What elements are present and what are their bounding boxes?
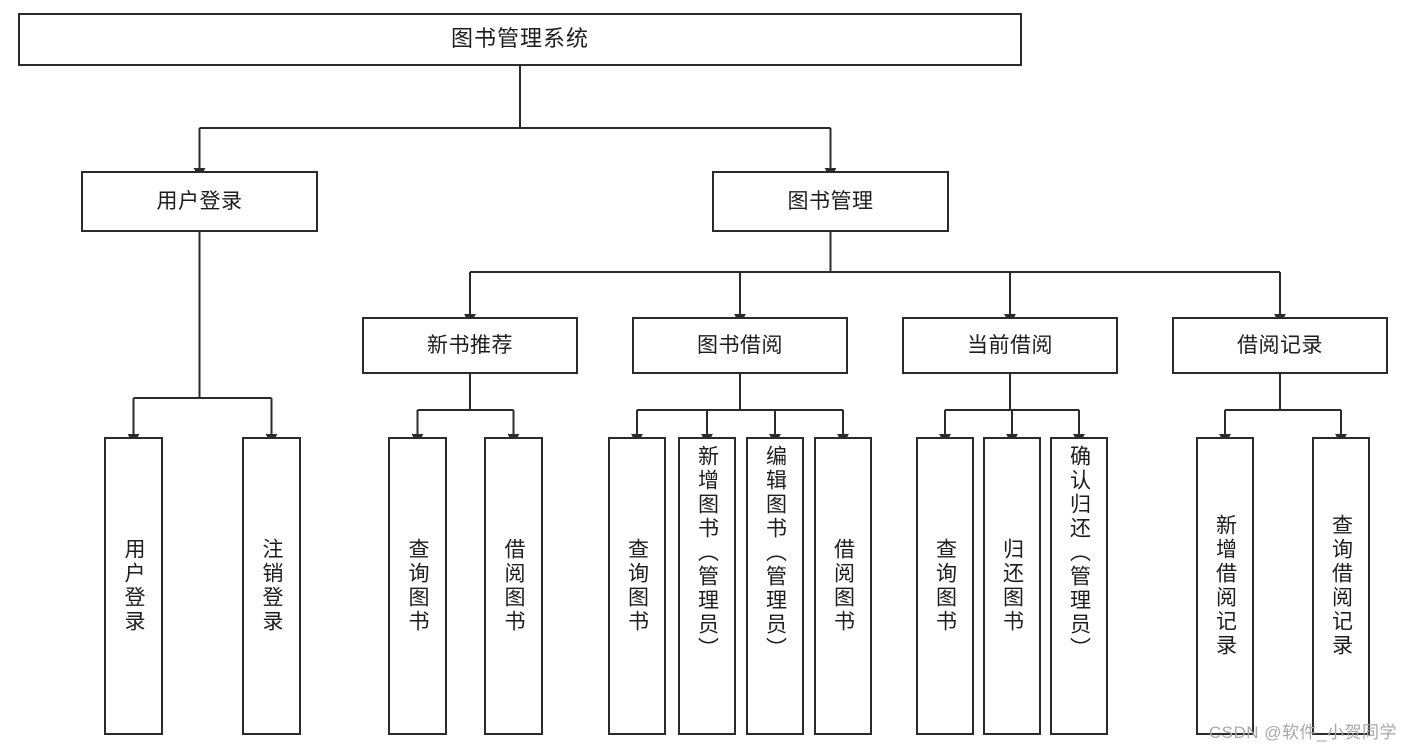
node-leaf-rec-query-book[interactable]: 查询图书 [388, 437, 447, 735]
node-label: 查询图书 [933, 538, 957, 634]
node-label: 查询图书 [406, 538, 429, 634]
node-label: 借阅图书 [831, 538, 855, 634]
node-label: 新书推荐 [427, 333, 513, 357]
node-label: 新增图书（管理员） [695, 445, 719, 661]
node-label: 编辑图书（管理员） [763, 445, 787, 661]
node-leaf-rec-add-record[interactable]: 新增借阅记录 [1196, 437, 1254, 735]
node-leaf-rec-query-record[interactable]: 查询借阅记录 [1312, 437, 1370, 735]
node-leaf-borrow-edit-book[interactable]: 编辑图书（管理员） [746, 437, 804, 735]
node-new-book-rec[interactable]: 新书推荐 [362, 317, 578, 374]
node-leaf-user-login[interactable]: 用户登录 [104, 437, 163, 735]
node-label: 新增借阅记录 [1213, 514, 1237, 658]
node-label: 图书管理系统 [450, 26, 589, 52]
node-leaf-borrow-borrow-book[interactable]: 借阅图书 [814, 437, 872, 735]
node-label: 用户登录 [156, 189, 243, 213]
node-root[interactable]: 图书管理系统 [18, 13, 1022, 66]
node-current-borrow[interactable]: 当前借阅 [902, 317, 1118, 374]
node-book-borrow[interactable]: 图书借阅 [632, 317, 848, 374]
node-leaf-logout[interactable]: 注销登录 [242, 437, 301, 735]
node-label: 确认归还（管理员） [1067, 445, 1091, 661]
node-label: 图书管理 [787, 189, 874, 213]
node-label: 当前借阅 [967, 333, 1053, 357]
node-book-manage[interactable]: 图书管理 [712, 171, 949, 232]
node-label: 用户登录 [122, 538, 145, 634]
node-leaf-borrow-query-book[interactable]: 查询图书 [608, 437, 666, 735]
node-borrow-record[interactable]: 借阅记录 [1172, 317, 1388, 374]
node-label: 借阅图书 [502, 538, 525, 634]
node-leaf-borrow-add-book[interactable]: 新增图书（管理员） [678, 437, 736, 735]
node-label: 归还图书 [1000, 538, 1024, 634]
node-user-login[interactable]: 用户登录 [81, 171, 318, 232]
node-label: 图书借阅 [697, 333, 783, 357]
node-leaf-rec-borrow-book[interactable]: 借阅图书 [484, 437, 543, 735]
node-leaf-cur-query-book[interactable]: 查询图书 [916, 437, 974, 735]
node-leaf-cur-return-book[interactable]: 归还图书 [983, 437, 1041, 735]
node-leaf-cur-confirm-return[interactable]: 确认归还（管理员） [1050, 437, 1108, 735]
node-label: 查询借阅记录 [1329, 514, 1353, 658]
node-label: 借阅记录 [1237, 333, 1323, 357]
node-label: 注销登录 [260, 538, 283, 634]
node-label: 查询图书 [625, 538, 649, 634]
